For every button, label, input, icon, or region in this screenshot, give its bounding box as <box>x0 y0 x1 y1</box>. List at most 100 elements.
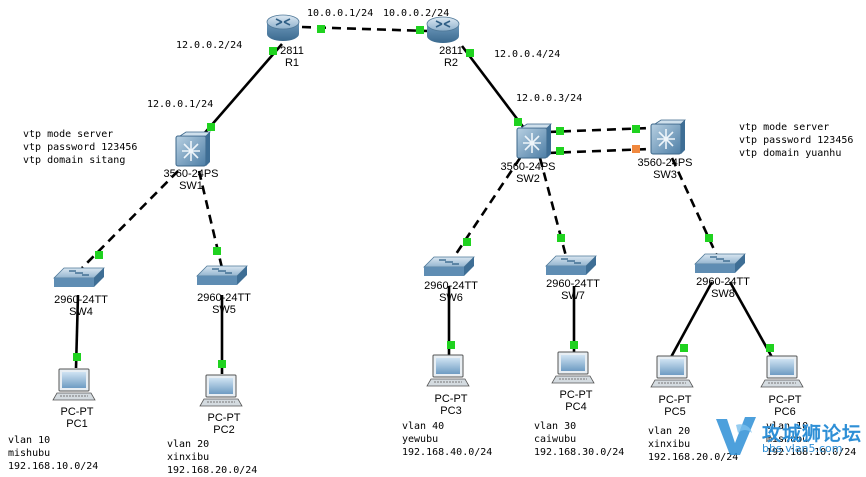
router-r1-icon[interactable] <box>266 14 300 41</box>
note-line: caiwubu <box>534 434 577 445</box>
note-line: 192.168.10.0/24 <box>8 461 99 472</box>
port-light <box>680 344 688 352</box>
device-label-pc1: PC-PT PC1 <box>55 406 99 430</box>
switch-sw7-icon[interactable] <box>545 255 597 275</box>
note-line: vlan 10 <box>766 421 809 432</box>
port-light <box>207 123 215 131</box>
port-light <box>218 360 226 368</box>
link-sw2-sw3-a[interactable] <box>546 126 651 134</box>
switch-sw5-icon[interactable] <box>196 265 248 285</box>
ip-label-r2-sw2-top: 12.0.0.4/24 <box>494 49 561 60</box>
note-line: vlan 20 <box>167 439 210 450</box>
note-pc4-vlan: vlan 30 caiwubu 192.168.30.0/24 <box>534 420 625 459</box>
device-label-sw4: 2960-24TT SW4 <box>46 294 116 318</box>
note-line: mishubu <box>766 434 809 445</box>
device-model: 2960-24TT <box>424 280 478 292</box>
device-model: PC-PT <box>768 394 802 406</box>
port-light <box>73 353 81 361</box>
watermark: 攻城狮论坛 bbs.vlan5.com <box>712 413 862 459</box>
pc-pc2-icon[interactable] <box>199 374 243 407</box>
port-lights-layer <box>73 25 774 368</box>
ip-label-r1-sw1-top: 12.0.0.2/24 <box>176 40 243 51</box>
device-name: PC3 <box>440 405 462 417</box>
device-name: R1 <box>284 57 300 69</box>
device-model: PC-PT <box>559 389 593 401</box>
device-model: 2960-24TT <box>696 276 750 288</box>
device-label-r2: 2811 R2 <box>431 45 471 69</box>
device-label-pc5: PC-PT PC5 <box>653 394 697 418</box>
ip-label-r1-sw1-bottom: 12.0.0.1/24 <box>147 99 214 110</box>
switch-sw8-icon[interactable] <box>694 253 746 273</box>
device-model: PC-PT <box>60 406 94 418</box>
watermark-url: bbs.vlan5.com <box>762 442 843 455</box>
link-sw8-pc5[interactable] <box>668 281 714 360</box>
device-name: SW3 <box>653 169 677 181</box>
link-sw2-sw3-b[interactable] <box>546 147 651 155</box>
port-light <box>95 251 103 259</box>
device-name: SW4 <box>69 306 93 318</box>
device-model: 2960-24TT <box>197 292 251 304</box>
pc-pc5-icon[interactable] <box>650 355 694 388</box>
port-light <box>632 125 640 133</box>
device-label-pc4: PC-PT PC4 <box>554 389 598 413</box>
device-name: R2 <box>443 57 459 69</box>
device-model: 3560-24PS <box>637 157 693 169</box>
note-pc3-vlan: vlan 40 yewubu 192.168.40.0/24 <box>402 420 493 459</box>
port-light <box>514 118 522 126</box>
router-r2-icon[interactable] <box>426 16 460 43</box>
multilayer-switch-sw2-icon[interactable] <box>516 123 552 159</box>
note-line: vtp mode server <box>739 122 830 133</box>
note-line: vtp password 123456 <box>23 142 138 153</box>
device-label-pc3: PC-PT PC3 <box>429 393 473 417</box>
note-line: mishubu <box>8 448 51 459</box>
links-layer <box>74 25 775 374</box>
device-label-sw7: 2960-24TT SW7 <box>538 278 608 302</box>
multilayer-switch-sw3-icon[interactable] <box>650 119 686 155</box>
link-sw2-sw7[interactable] <box>538 157 569 261</box>
note-line: xinxibu <box>167 452 210 463</box>
port-light <box>556 147 564 155</box>
port-light <box>557 234 565 242</box>
link-sw3-sw8[interactable] <box>670 157 719 257</box>
note-line: vtp domain yuanhu <box>739 148 842 159</box>
pc-pc4-icon[interactable] <box>551 351 595 384</box>
note-line: vlan 40 <box>402 421 445 432</box>
port-light <box>447 341 455 349</box>
device-label-sw1: 3560-24PS SW1 <box>156 168 226 192</box>
device-model: 2811 <box>280 45 304 57</box>
port-light-blocking <box>632 145 640 153</box>
note-line: vtp password 123456 <box>739 135 854 146</box>
device-model: 3560-24PS <box>500 161 556 173</box>
multilayer-switch-sw1-icon[interactable] <box>175 131 211 167</box>
device-name: SW2 <box>516 173 540 185</box>
device-model: 2960-24TT <box>546 278 600 290</box>
note-pc6-vlan: vlan 10 mishubu 192.168.10.0/24 <box>766 420 857 459</box>
port-light <box>317 25 325 33</box>
pc-pc6-icon[interactable] <box>760 355 804 388</box>
note-line: vlan 20 <box>648 426 691 437</box>
pc-pc3-icon[interactable] <box>426 354 470 387</box>
switch-sw6-icon[interactable] <box>423 256 475 276</box>
ip-label-r2-sw2-bottom: 12.0.0.3/24 <box>516 93 583 104</box>
device-label-r1: 2811 R1 <box>272 45 312 69</box>
port-light <box>269 47 277 55</box>
link-sw8-pc6[interactable] <box>728 281 775 360</box>
port-light <box>416 26 424 34</box>
device-name: SW7 <box>561 290 585 302</box>
pc-pc1-icon[interactable] <box>52 368 96 401</box>
link-sw2-sw6[interactable] <box>450 157 522 261</box>
device-model: 3560-24PS <box>163 168 219 180</box>
device-model: PC-PT <box>207 412 241 424</box>
device-label-sw3: 3560-24PS SW3 <box>630 157 700 181</box>
switch-sw4-icon[interactable] <box>53 267 105 287</box>
device-name: SW6 <box>439 292 463 304</box>
device-label-sw5: 2960-24TT SW5 <box>189 292 259 316</box>
note-line: 192.168.20.0/24 <box>167 465 258 476</box>
ip-label-r1-r2-right: 10.0.0.2/24 <box>383 8 450 19</box>
device-name: PC5 <box>664 406 686 418</box>
device-name: SW1 <box>179 180 203 192</box>
note-line: 192.168.40.0/24 <box>402 447 493 458</box>
link-r2-sw2[interactable] <box>460 45 529 133</box>
watermark-title: 攻城狮论坛 <box>762 423 863 445</box>
